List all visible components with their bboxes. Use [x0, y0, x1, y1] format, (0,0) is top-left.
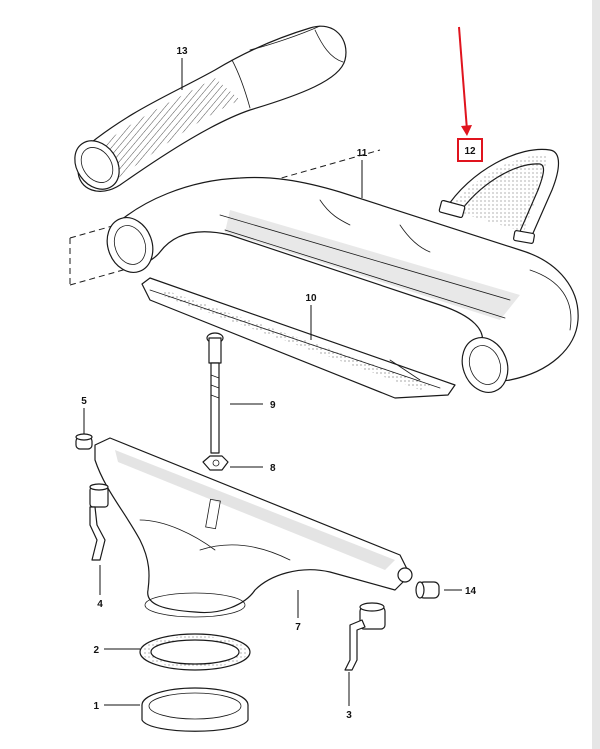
label-1: 1: [93, 701, 99, 712]
highlight-box: [457, 138, 483, 162]
part-labels: 13 11 12 10 9 8 5 4 7 14 2 1 3: [81, 46, 476, 721]
mounting-bracket-left: [89, 483, 109, 561]
lower-housing: [94, 437, 413, 618]
gasket: [139, 633, 251, 671]
mounting-bracket-right: [344, 602, 386, 671]
leader-lines: [83, 58, 462, 706]
nut: [202, 455, 229, 471]
strap: [438, 148, 560, 244]
label-8: 8: [270, 463, 276, 474]
label-5: 5: [81, 396, 87, 407]
label-14: 14: [465, 586, 477, 597]
page-edge-strip: [592, 0, 600, 749]
bolt: [206, 332, 224, 454]
grommet: [415, 581, 440, 599]
label-4: 4: [97, 599, 103, 610]
ring: [141, 687, 249, 732]
label-7: 7: [295, 622, 301, 633]
upper-duct: [106, 176, 579, 393]
rubber-bushing: [75, 433, 93, 450]
label-3: 3: [346, 710, 352, 721]
flexible-hose: [74, 25, 347, 192]
label-9: 9: [270, 400, 276, 411]
highlight-arrow: [458, 26, 468, 131]
highlight-arrow-head: [461, 125, 472, 136]
label-11: 11: [357, 148, 368, 159]
highlight-marker: [457, 26, 483, 162]
seal-strip: [141, 277, 456, 399]
label-13: 13: [176, 46, 188, 57]
label-10: 10: [305, 293, 317, 304]
label-2: 2: [93, 645, 99, 656]
label-12: 12: [464, 146, 476, 157]
